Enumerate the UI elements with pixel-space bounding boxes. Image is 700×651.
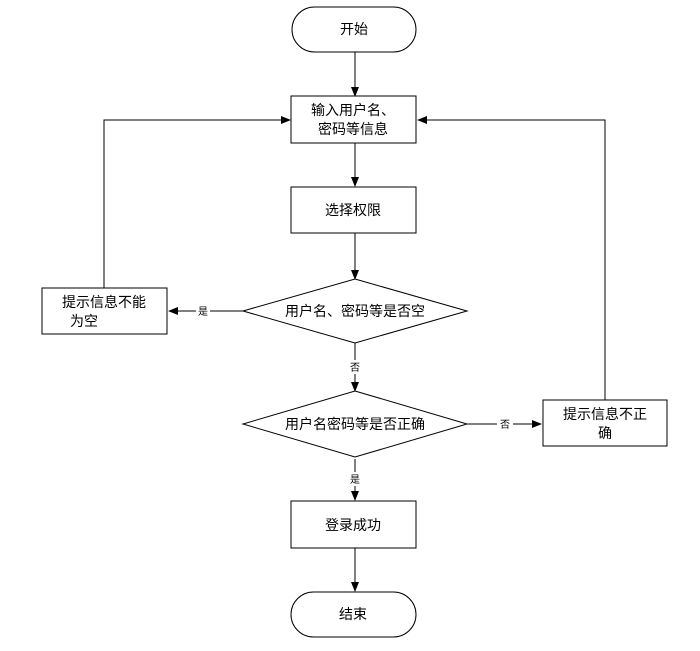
empty-msg-line2: 为空 (70, 314, 98, 330)
empty-msg-line1: 提示信息不能 (62, 294, 146, 311)
check-empty-label: 用户名、密码等是否空 (285, 303, 425, 320)
check-empty-decision: 用户名、密码等是否空 (241, 278, 469, 344)
input-label-line2: 密码等信息 (318, 121, 388, 138)
check-correct-label: 用户名密码等是否正确 (285, 416, 425, 433)
login-success-box: 登录成功 (290, 500, 417, 549)
wrong-message-box: 提示信息不正 确 (542, 399, 668, 447)
success-label: 登录成功 (325, 518, 381, 534)
start-label: 开始 (340, 22, 368, 38)
input-credentials-box: 输入用户名、 密码等信息 (290, 95, 417, 144)
edge-label-empty-no: 否 (350, 362, 360, 374)
end-label: 结束 (339, 607, 367, 623)
edge-label-empty-yes: 是 (198, 306, 208, 318)
start-terminal: 开始 (291, 6, 417, 53)
check-correct-decision: 用户名密码等是否正确 (241, 390, 469, 458)
input-label-line1: 输入用户名、 (311, 102, 395, 119)
select-label: 选择权限 (325, 203, 381, 219)
select-permission-box: 选择权限 (290, 186, 417, 234)
wrong-msg-line2: 确 (598, 426, 612, 442)
edge-wrong-msg-loop (417, 116, 606, 400)
edge-empty-msg-loop (103, 116, 291, 288)
wrong-msg-line1: 提示信息不正 (563, 406, 647, 423)
edge-label-correct-yes: 是 (350, 474, 360, 486)
edge-label-correct-no: 否 (500, 419, 510, 431)
end-terminal: 结束 (290, 591, 417, 638)
empty-message-box: 提示信息不能 为空 (41, 287, 168, 335)
